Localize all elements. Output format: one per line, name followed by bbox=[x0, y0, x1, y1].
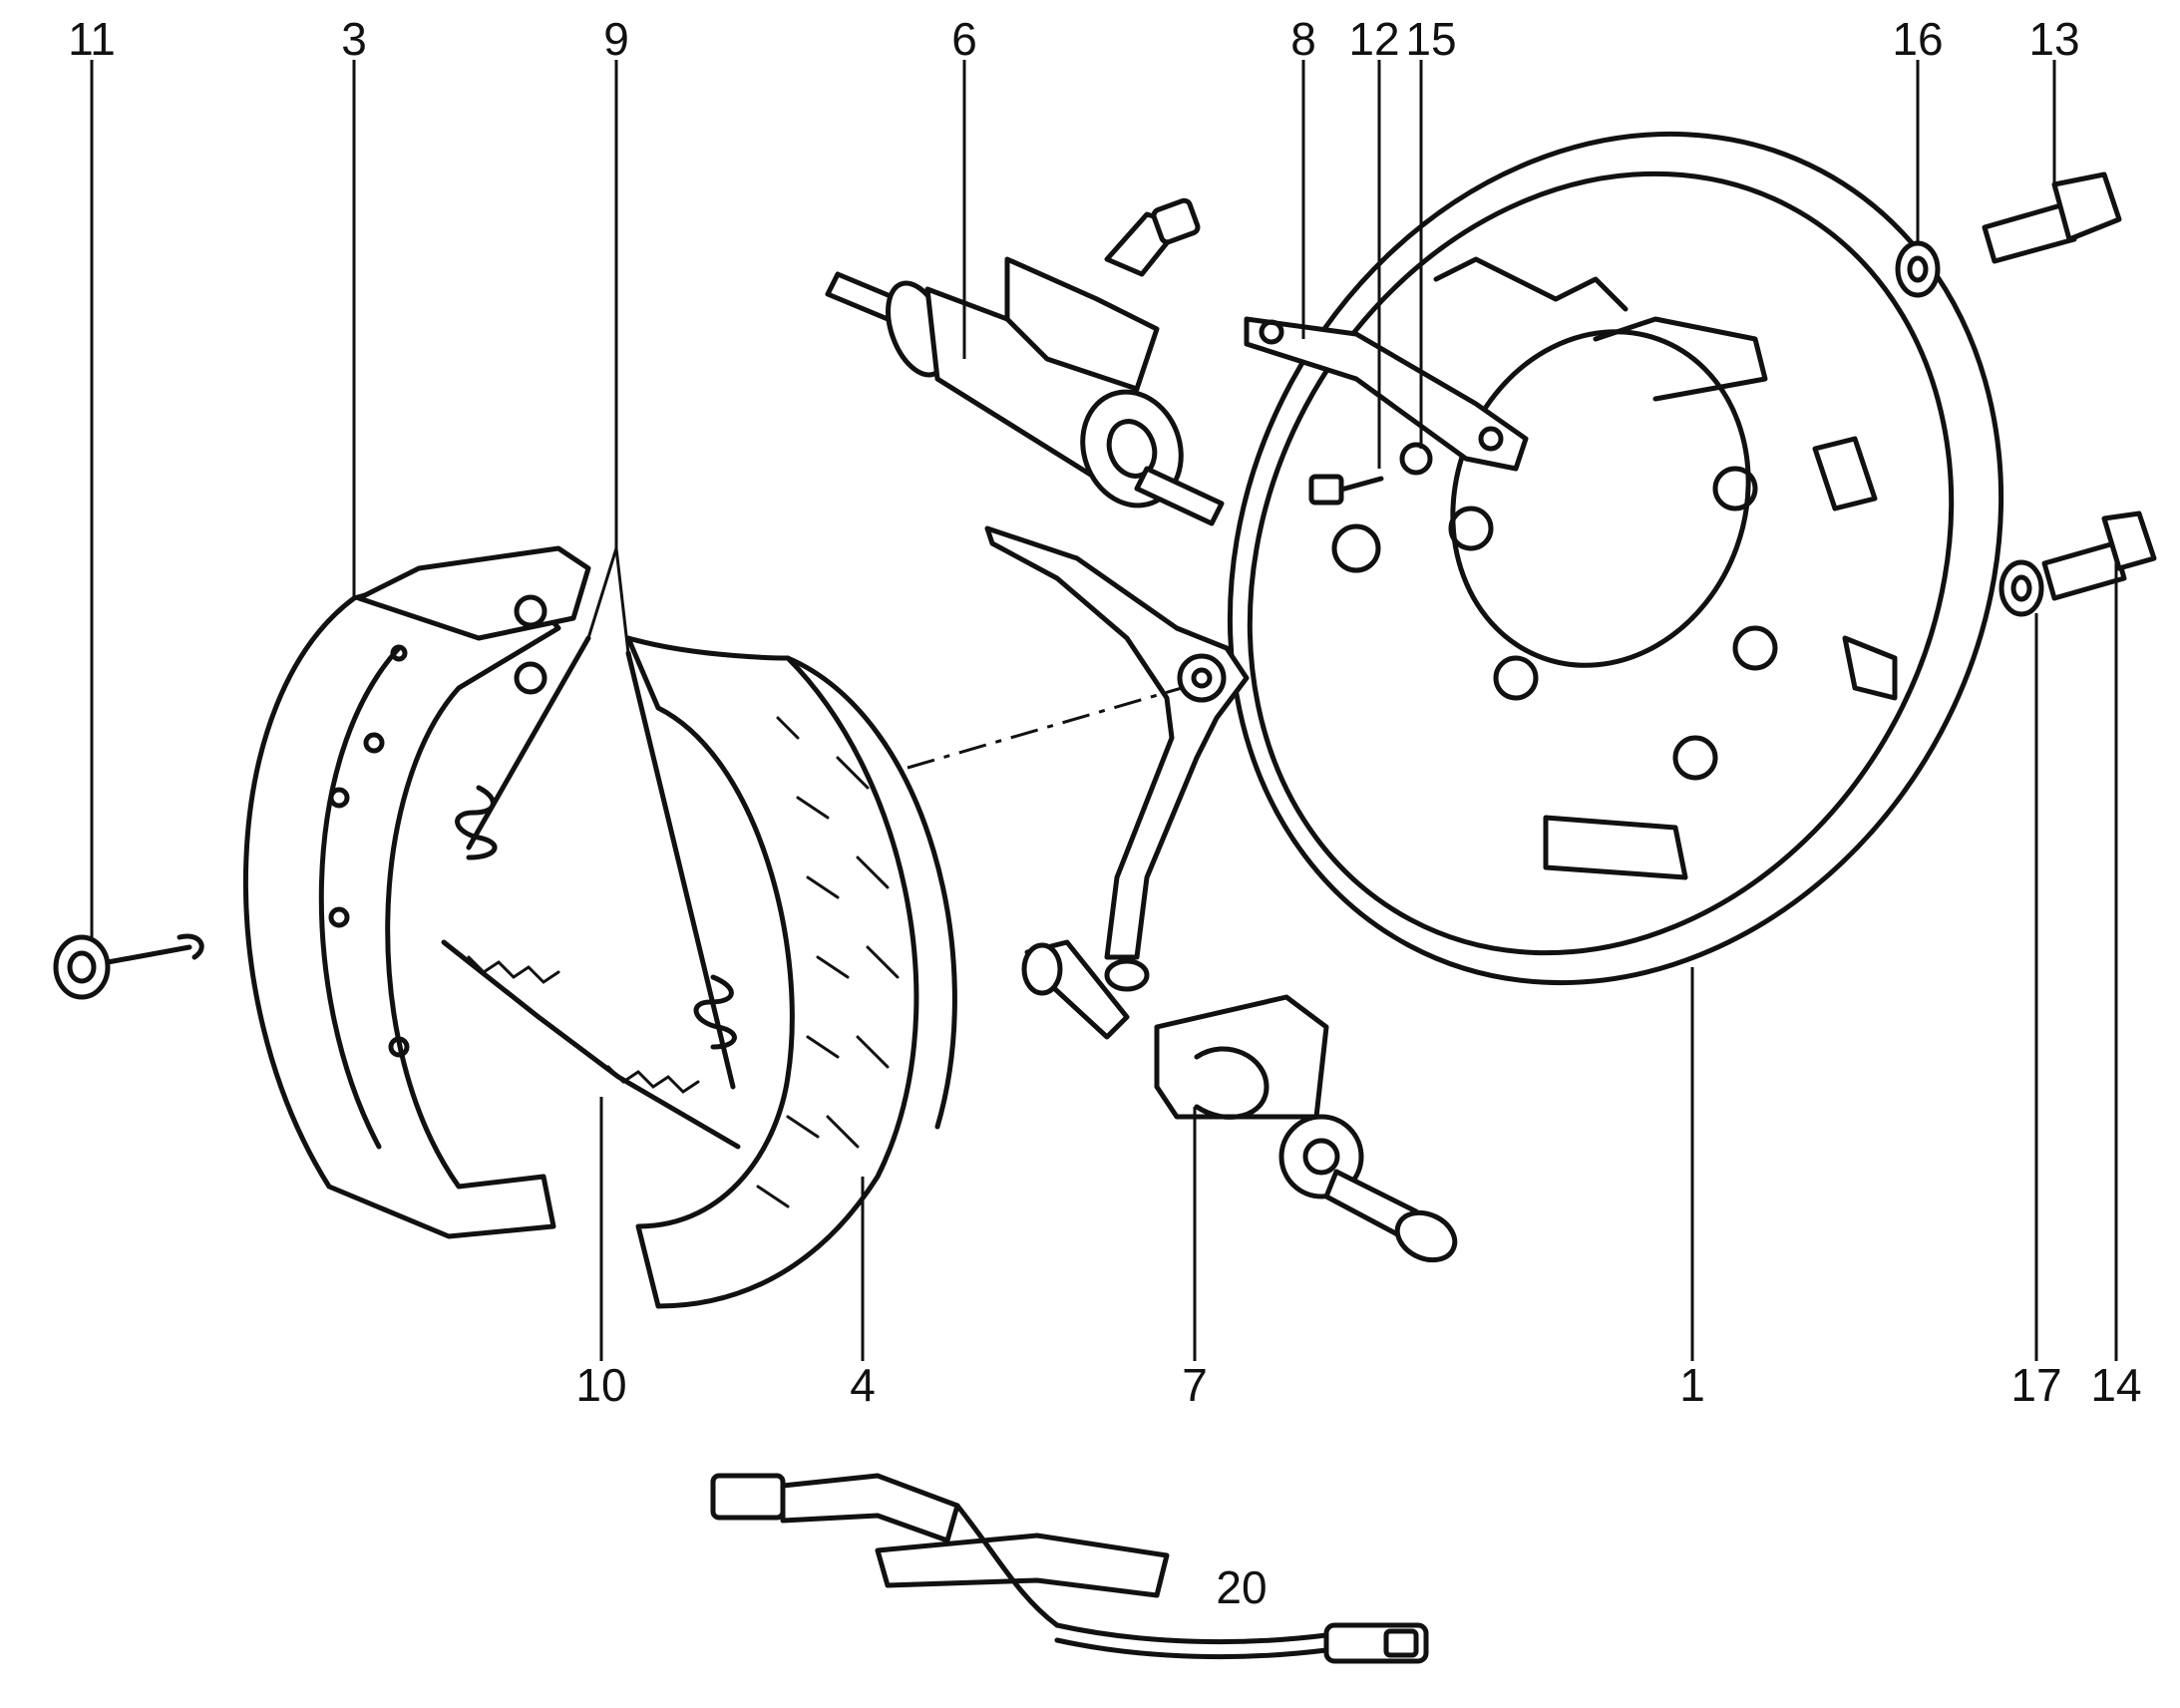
lower-spring bbox=[441, 939, 741, 1150]
callout-labels: 11 3 9 6 8 12 15 16 13 10 4 7 1 17 14 20 bbox=[68, 13, 2141, 1613]
wear-sensor-cable bbox=[710, 1473, 1429, 1664]
upper-spring bbox=[455, 635, 737, 1090]
adjuster-bracket bbox=[1244, 316, 1529, 506]
callout-11: 11 bbox=[68, 13, 116, 65]
backing-plate bbox=[1227, 131, 2004, 986]
callout-12: 12 bbox=[1348, 13, 1399, 65]
callout-14: 14 bbox=[2090, 1359, 2141, 1411]
callout-17: 17 bbox=[2010, 1359, 2061, 1411]
wheel-cylinder bbox=[825, 197, 1225, 526]
callout-7: 7 bbox=[1182, 1359, 1208, 1411]
callout-3: 3 bbox=[341, 13, 367, 65]
callout-16: 16 bbox=[1892, 13, 1943, 65]
adjuster-assembly bbox=[1021, 939, 1458, 1263]
callout-8: 8 bbox=[1290, 13, 1316, 65]
alignment-line bbox=[907, 686, 1183, 770]
callout-10: 10 bbox=[575, 1359, 626, 1411]
leader-lines bbox=[90, 60, 2118, 1361]
callout-4: 4 bbox=[850, 1359, 876, 1411]
callout-13: 13 bbox=[2028, 13, 2079, 65]
callout-9: 9 bbox=[603, 13, 629, 65]
callout-1: 1 bbox=[1679, 1359, 1705, 1411]
brake-shoe-rear bbox=[243, 545, 591, 1239]
callout-15: 15 bbox=[1405, 13, 1456, 65]
brake-shoe-front bbox=[625, 635, 957, 1309]
washers-and-bolts bbox=[1895, 171, 2157, 617]
callout-6: 6 bbox=[951, 13, 977, 65]
hold-down-pin bbox=[53, 933, 204, 1000]
parking-lever bbox=[984, 525, 1250, 992]
callout-20: 20 bbox=[1216, 1561, 1267, 1613]
